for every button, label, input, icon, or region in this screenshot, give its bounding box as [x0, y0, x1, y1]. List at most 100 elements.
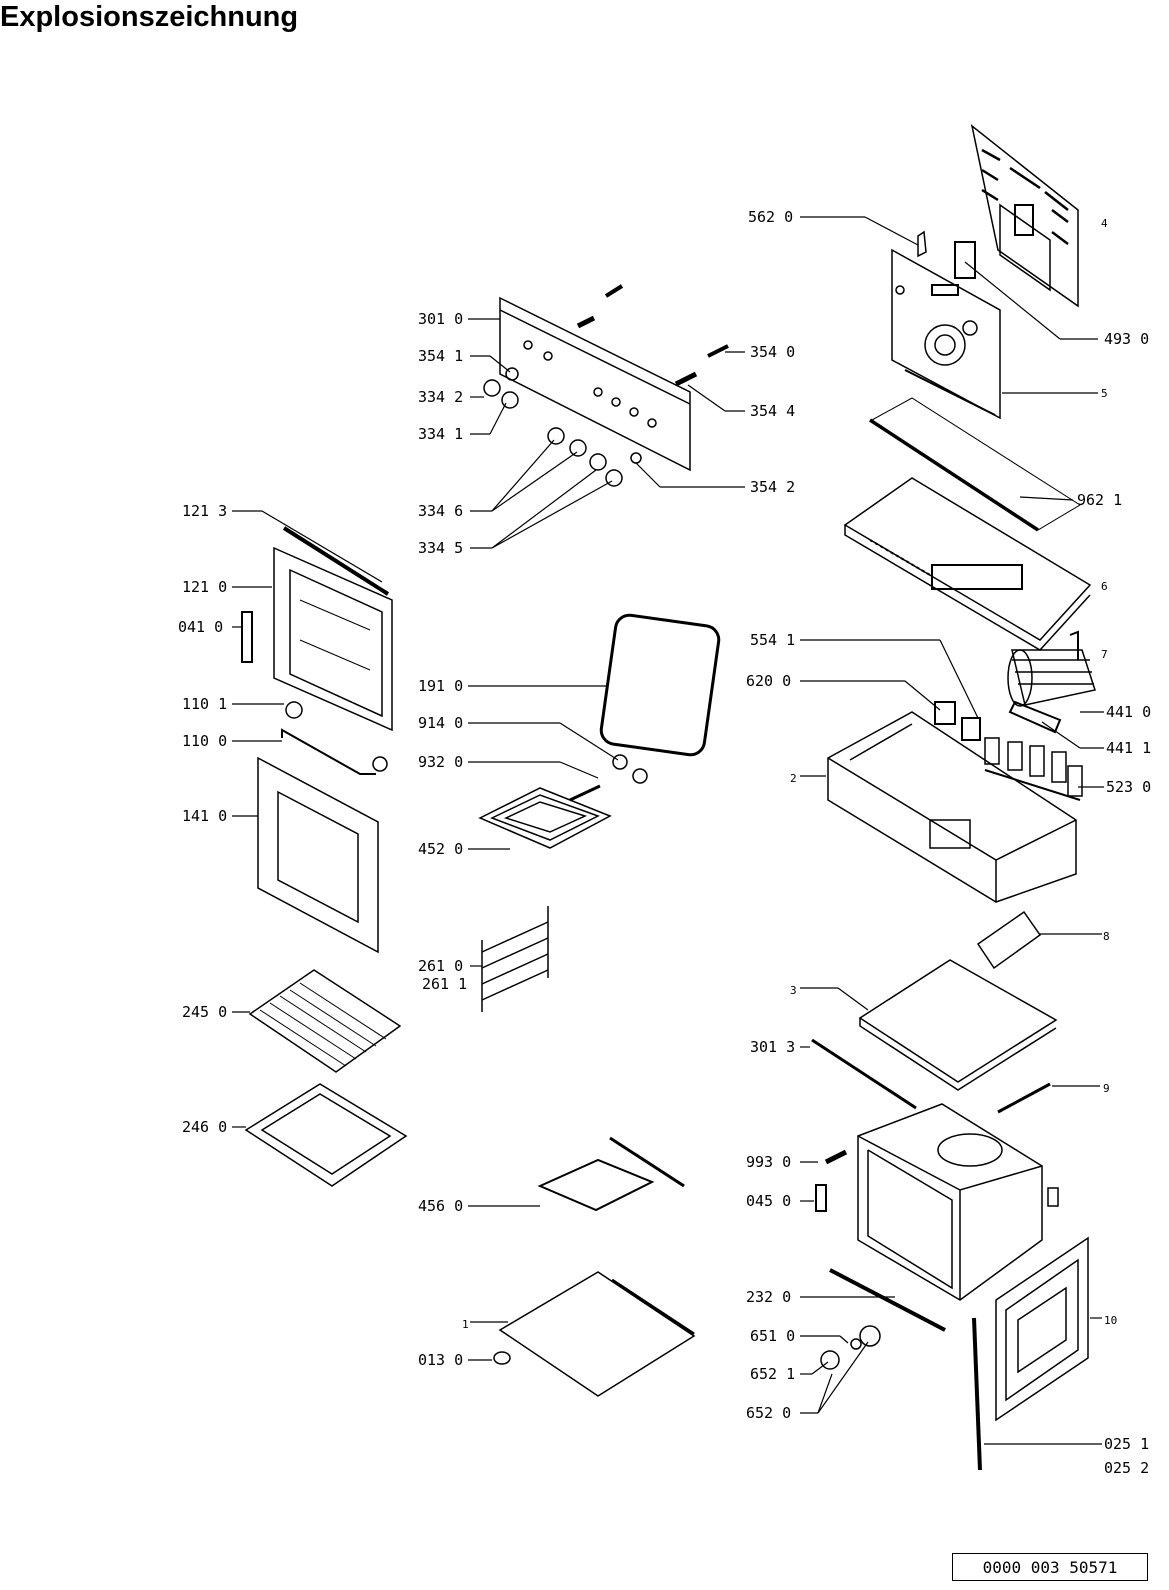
motor-part-441-0	[1007, 630, 1096, 707]
label-301-0: 301 0	[418, 310, 464, 328]
label-121-3: 121 3	[182, 502, 228, 520]
label-141-0: 141 0	[182, 807, 228, 825]
strip-part-121-3	[282, 526, 390, 596]
label-2: 2	[790, 772, 797, 785]
knob-part-652-1	[820, 1350, 840, 1370]
label-3: 3	[790, 984, 797, 997]
door-glass-part-141-0	[257, 756, 379, 954]
knob-part-652-0	[859, 1325, 881, 1347]
knob-part-334-1	[501, 391, 519, 409]
label-191-0: 191 0	[418, 677, 464, 695]
label-7: 7	[1101, 648, 1108, 661]
label-4: 4	[1101, 217, 1108, 230]
shaft-top	[604, 284, 624, 298]
label-932-0: 932 0	[418, 753, 464, 771]
label-652-0: 652 0	[746, 1404, 792, 1422]
label-354-0: 354 0	[750, 343, 796, 361]
back-panel-part-5	[891, 230, 1001, 420]
label-993-0: 993 0	[746, 1153, 792, 1171]
bracket-part-8	[976, 910, 1042, 970]
door-part-10	[995, 1236, 1089, 1422]
page-title: Explosionszeichnung	[0, 1, 299, 33]
label-110-1: 110 1	[182, 695, 228, 713]
hinge-part-041-0	[241, 611, 253, 663]
label-334-5: 334 5	[418, 539, 464, 557]
label-261-1: 261 1	[422, 975, 468, 993]
part-110-1b	[372, 756, 388, 772]
foot-part-013-0	[493, 1351, 511, 1365]
heating-element-part-452-0	[478, 784, 612, 849]
pin-top	[576, 315, 596, 329]
rail-part-301-3	[811, 1038, 917, 1110]
part-110-1	[285, 701, 303, 719]
control-panel-part-6	[843, 477, 1092, 651]
label-10: 10	[1104, 1314, 1118, 1327]
knob-part-334-2	[483, 379, 501, 397]
part-914-0	[612, 754, 628, 770]
label-110-0: 110 0	[182, 732, 228, 750]
label-441-0: 441 0	[1106, 703, 1152, 721]
label-5: 5	[1101, 387, 1108, 400]
label-914-0: 914 0	[418, 714, 464, 732]
label-456-0: 456 0	[418, 1197, 464, 1215]
pin-part-354-4	[674, 371, 698, 387]
oven-cavity-part	[857, 1103, 1059, 1301]
label-6: 6	[1101, 580, 1108, 593]
label-334-6: 334 6	[418, 502, 464, 520]
label-493-0: 493 0	[1104, 330, 1150, 348]
part-441-1	[1008, 700, 1062, 734]
label-651-0: 651 0	[750, 1327, 796, 1345]
label-554-1: 554 1	[750, 631, 796, 649]
label-025-2: 025 2	[1104, 1459, 1150, 1477]
side-rack-part-261	[481, 906, 549, 1012]
label-245-0: 245 0	[182, 1003, 228, 1021]
knob-part-651-0	[850, 1338, 862, 1350]
wire-shelf-part-245-0	[248, 969, 402, 1073]
label-962-1: 962 1	[1077, 491, 1123, 509]
leader-lines	[232, 216, 1104, 1445]
knobs-part-334-6-5	[547, 427, 623, 487]
lower-element-part-456-0	[537, 1136, 685, 1212]
label-354-2: 354 2	[750, 478, 796, 496]
label-334-1: 334 1	[418, 425, 464, 443]
housing-part-2	[827, 711, 1077, 903]
part-932-0	[632, 768, 648, 784]
label-045-0: 045 0	[746, 1192, 792, 1210]
label-354-1: 354 1	[418, 347, 464, 365]
document-number-box: 0000 003 50571	[952, 1553, 1148, 1581]
part-354-1	[505, 367, 519, 381]
strip-panel	[871, 397, 1081, 531]
rod-part-9	[997, 1082, 1051, 1114]
shaft-part-354-0	[707, 344, 729, 358]
label-121-0: 121 0	[182, 578, 228, 596]
part-620-0	[934, 701, 956, 725]
gasket-part-191-0	[599, 613, 721, 757]
label-041-0: 041 0	[178, 618, 224, 636]
part-554-1	[961, 717, 981, 741]
front-panel-part-301-0	[499, 296, 691, 472]
label-652-1: 652 1	[750, 1365, 796, 1383]
label-523-0: 523 0	[1106, 778, 1152, 796]
rod-part-110-0	[281, 728, 376, 775]
label-261-0: 261 0	[418, 957, 464, 975]
label-562-0: 562 0	[748, 208, 794, 226]
bottom-plate-part-1	[498, 1271, 696, 1397]
baking-tray-part-246-0	[244, 1083, 408, 1187]
screw-part-993-0	[824, 1149, 848, 1165]
label-1: 1	[462, 1318, 469, 1331]
label-246-0: 246 0	[182, 1118, 228, 1136]
rear-panel-part-4	[970, 124, 1079, 308]
label-334-2: 334 2	[418, 388, 464, 406]
rail-part-232-0	[829, 1268, 946, 1332]
label-441-1: 441 1	[1106, 739, 1152, 757]
part-354-2	[630, 452, 642, 464]
label-9: 9	[1103, 1082, 1110, 1095]
strip-part-025	[972, 1317, 982, 1471]
label-452-0: 452 0	[418, 840, 464, 858]
part-045-0	[815, 1184, 827, 1212]
label-232-0: 232 0	[746, 1288, 792, 1306]
label-301-3: 301 3	[750, 1038, 796, 1056]
label-025-1: 025 1	[1104, 1435, 1150, 1453]
label-013-0: 013 0	[418, 1351, 464, 1369]
